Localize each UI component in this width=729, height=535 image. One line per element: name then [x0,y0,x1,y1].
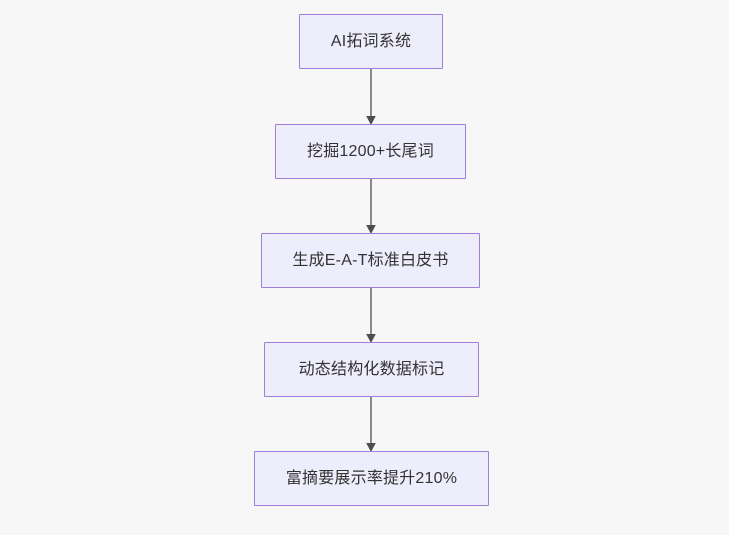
flow-node-generate-eat-whitepaper[interactable]: 生成E-A-T标准白皮书 [261,233,480,288]
flow-node-label: 生成E-A-T标准白皮书 [292,251,449,269]
flow-node-rich-snippet-rate-increase[interactable]: 富摘要展示率提升210% [254,451,489,506]
flow-node-dynamic-structured-data-markup[interactable]: 动态结构化数据标记 [264,342,479,397]
arrowhead-icon [366,225,376,234]
flow-node-ai-keyword-system[interactable]: AI拓词系统 [299,14,443,69]
flow-node-label: 动态结构化数据标记 [298,360,445,378]
flow-node-label: AI拓词系统 [330,32,412,50]
arrowhead-icon [366,116,376,125]
edge-n3-n4 [366,288,376,343]
flow-node-mine-longtail-keywords[interactable]: 挖掘1200+长尾词 [275,124,466,179]
edge-n1-n2 [366,69,376,125]
edge-n2-n3 [366,179,376,234]
flow-node-label: 挖掘1200+长尾词 [307,142,434,160]
flow-node-label: 富摘要展示率提升210% [285,469,458,487]
arrowhead-icon [366,443,376,452]
arrowhead-icon [366,334,376,343]
edge-n4-n5 [366,397,376,452]
